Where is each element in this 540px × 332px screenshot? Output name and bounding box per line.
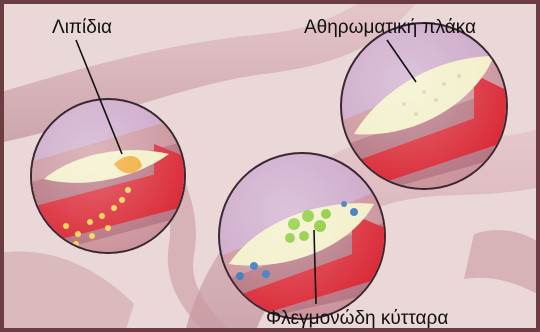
atherosclerosis-illustration [4,4,540,332]
label-inflammatory-cells: Φλεγμονώδη κύτταρα [266,309,448,328]
label-lipidia: Λιπίδια [52,18,112,37]
label-atheromatous-plaque: Αθηρωματική πλάκα [304,18,476,37]
